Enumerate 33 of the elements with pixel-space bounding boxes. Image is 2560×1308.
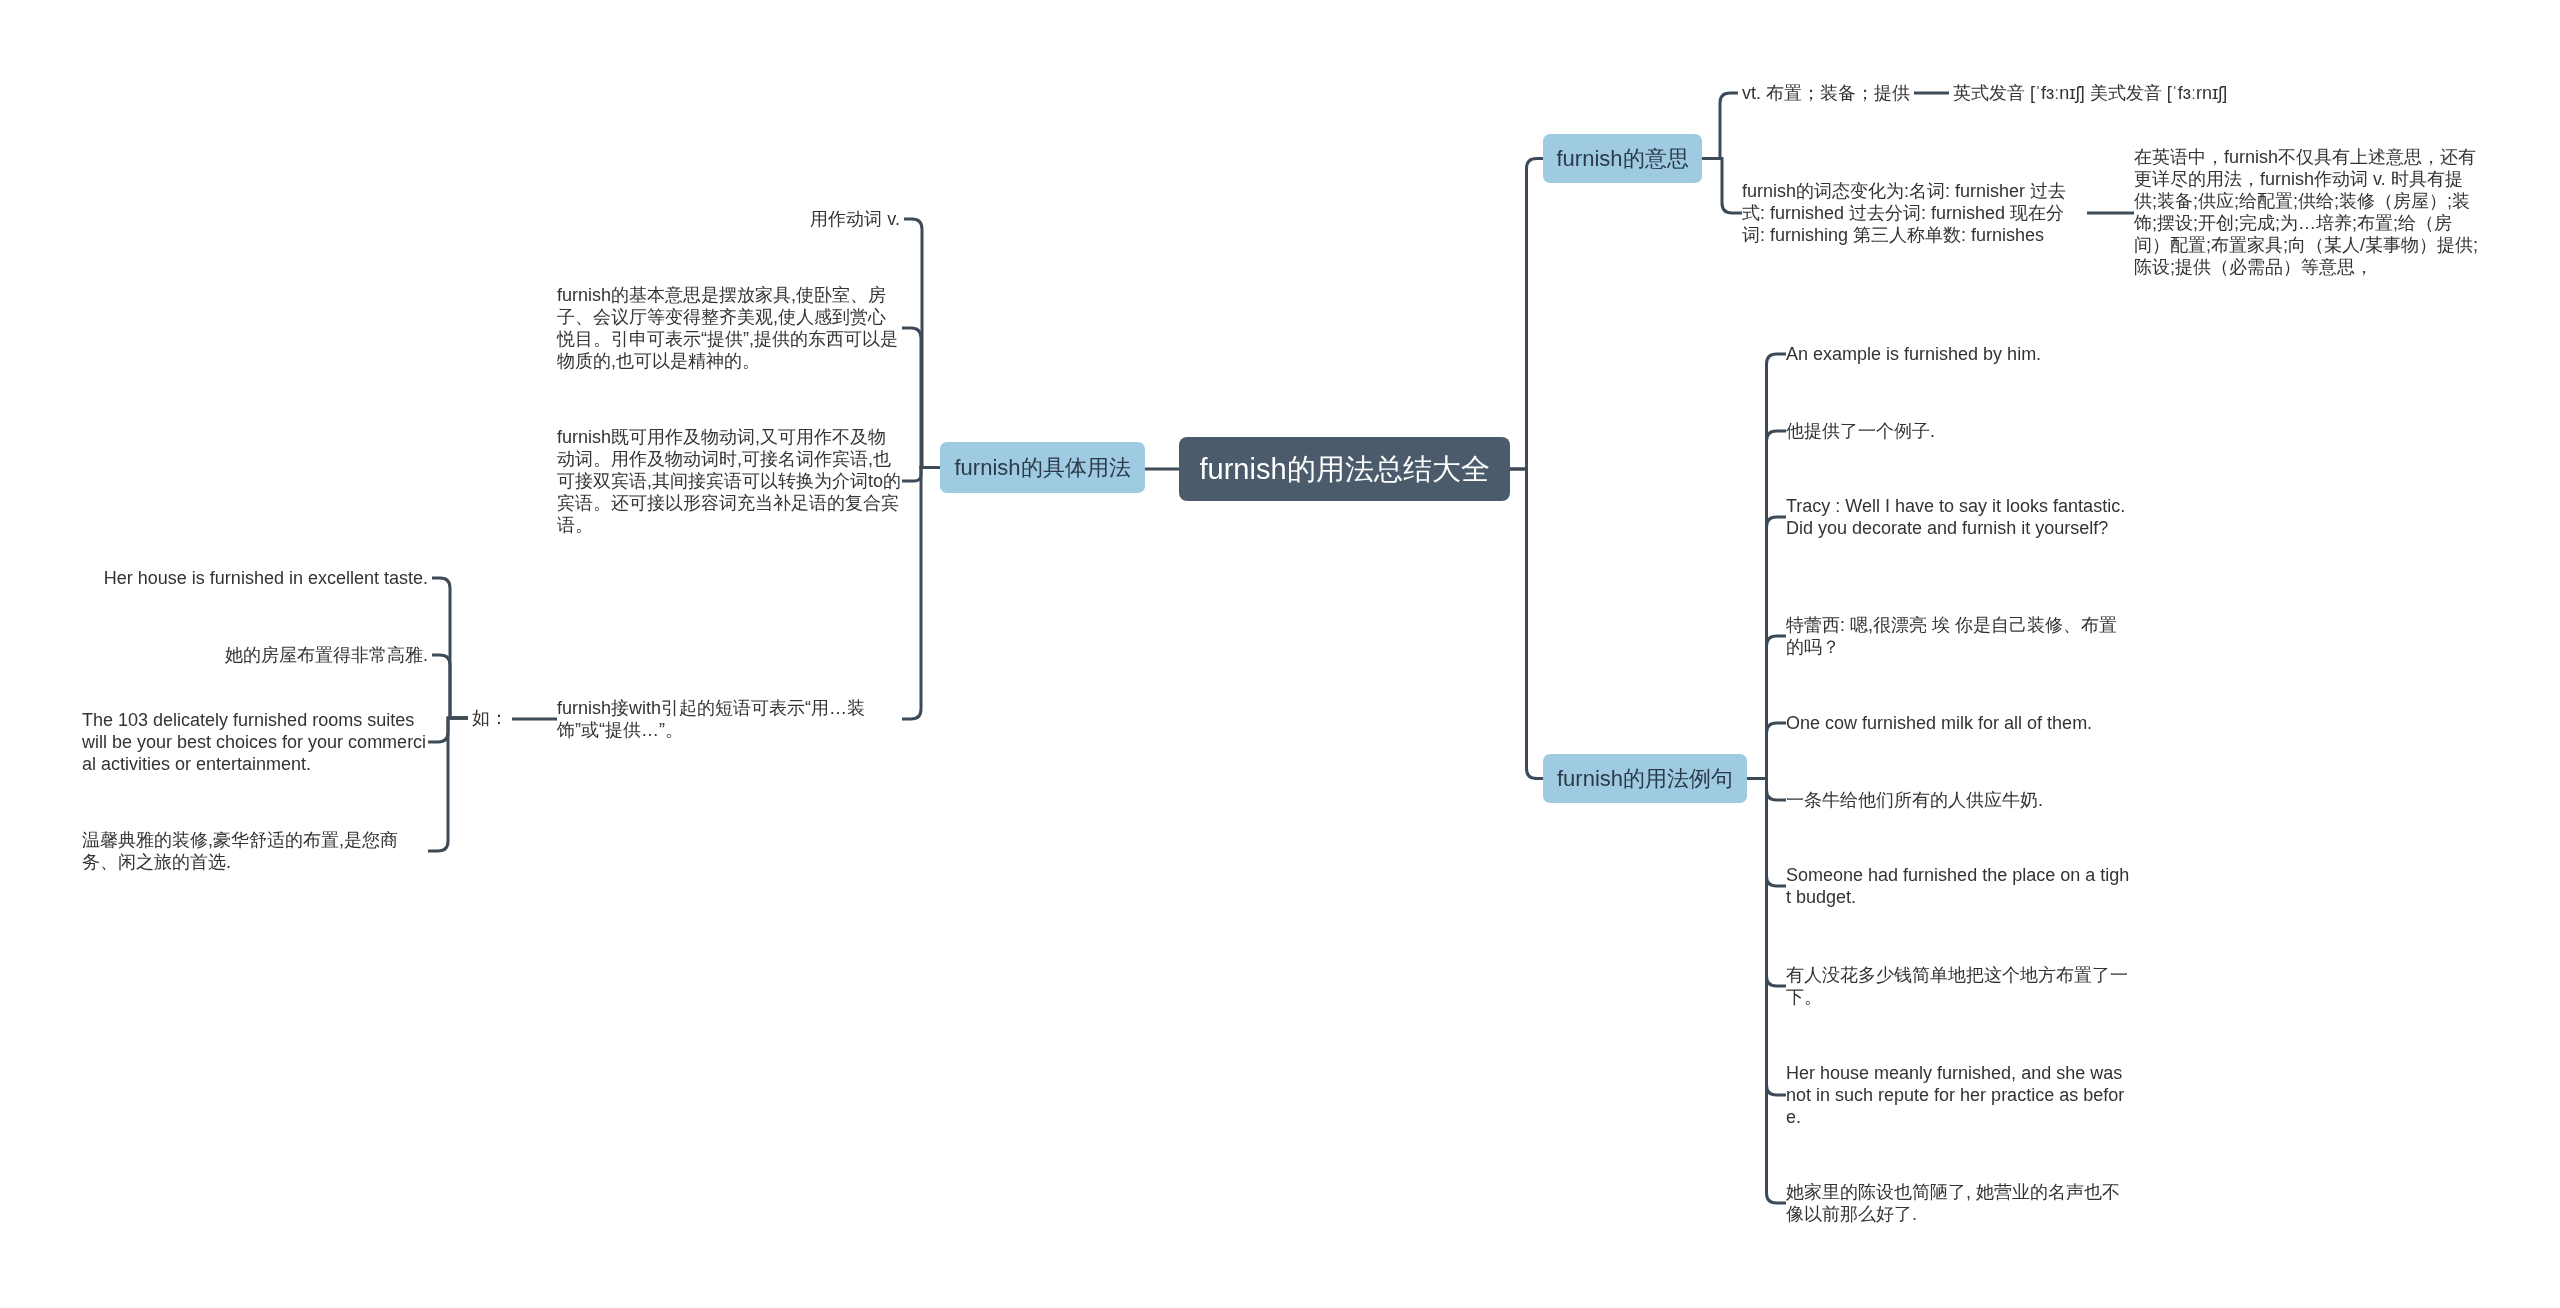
branch-text: 英式发音 [ˈfɜːnɪʃ] 美式发音 [ˈfɜːrnɪʃ] — [1953, 82, 2253, 104]
branch-text: Her house is furnished in excellent taste. — [82, 567, 428, 589]
branch-text: furnish的基本意思是摆放家具,使卧室、房子、会议厅等变得整齐美观,使人感到赏心悦目。引申可表示“提供”,提供的东西可以是物质的,也可以是精神的。 — [557, 284, 902, 372]
branch-text: 温馨典雅的装修,豪华舒适的布置,是您商务、闲之旅的首选. — [82, 829, 428, 873]
branch-text: furnish的词态变化为:名词: furnisher 过去式: furnished 过去分词: furnished 现在分词: furnishing 第三人称单数: furnishes — [1742, 180, 2087, 246]
connector-line — [1747, 777, 1786, 1205]
branch-text: vt. 布置；装备；提供 — [1742, 82, 1917, 104]
branch-text: The 103 delicately furnished rooms suites will be your best choices for your commercial activities or entertainment. — [82, 709, 428, 775]
branch-text: 她的房屋布置得非常高雅. — [82, 644, 428, 666]
connector-line — [512, 717, 557, 721]
branch-text: Her house meanly furnished, and she was not in such repute for her practice as before. — [1786, 1062, 2131, 1128]
branch-text: 有人没花多少钱简单地把这个地方布置了一下。 — [1786, 964, 2131, 1008]
connector-line — [1510, 467, 1543, 780]
branch-text: 特蕾西: 嗯,很漂亮 埃 你是自己装修、布置的吗？ — [1786, 614, 2131, 658]
connector-line — [1145, 467, 1179, 471]
branch-text: 在英语中，furnish不仅具有上述意思，还有更详尽的用法，furnish作动词 v. 时具有提供;装备;供应;给配置;供给;装修（房屋）;装饰;摆设;开创;完成;为…培养;布置;给（房间）配置;布置家具;向（某人/某事物）提供;陈设;提供（必需品）等意思， — [2134, 146, 2484, 278]
branch-text: furnish既可用作及物动词,又可用作不及物动词。用作及物动词时,可接名词作宾语,也可接双宾语,其间接宾语可以转换为介词to的宾语。还可接以形容词充当补足语的复合宾语。 — [557, 426, 902, 536]
branch-text: An example is furnished by him. — [1786, 343, 2131, 365]
branch-text: 如： — [472, 707, 502, 729]
branch-text: Tracy : Well I have to say it looks fantastic. Did you decorate and furnish it yourself? — [1786, 495, 2131, 539]
central-topic-box: furnish的用法总结大全 — [1179, 437, 1510, 501]
branch-text: Someone had furnished the place on a tight budget. — [1786, 864, 2131, 908]
branch-topic-box: furnish的意思 — [1543, 134, 1702, 183]
branch-text: 他提供了一个例子. — [1786, 420, 2131, 442]
branch-text: furnish接with引起的短语可表示“用…装饰”或“提供…”。 — [557, 697, 902, 741]
branch-text: 她家里的陈设也简陋了, 她营业的名声也不像以前那么好了. — [1786, 1181, 2131, 1225]
connector-line — [1914, 91, 1949, 95]
connector-line — [2087, 211, 2134, 215]
branch-topic-box: furnish的具体用法 — [940, 442, 1145, 493]
branch-text: 一条牛给他们所有的人供应牛奶. — [1786, 789, 2131, 811]
branch-text: 用作动词 v. — [700, 208, 900, 230]
branch-text: One cow furnished milk for all of them. — [1786, 712, 2131, 734]
branch-topic-box: furnish的用法例句 — [1543, 754, 1747, 803]
